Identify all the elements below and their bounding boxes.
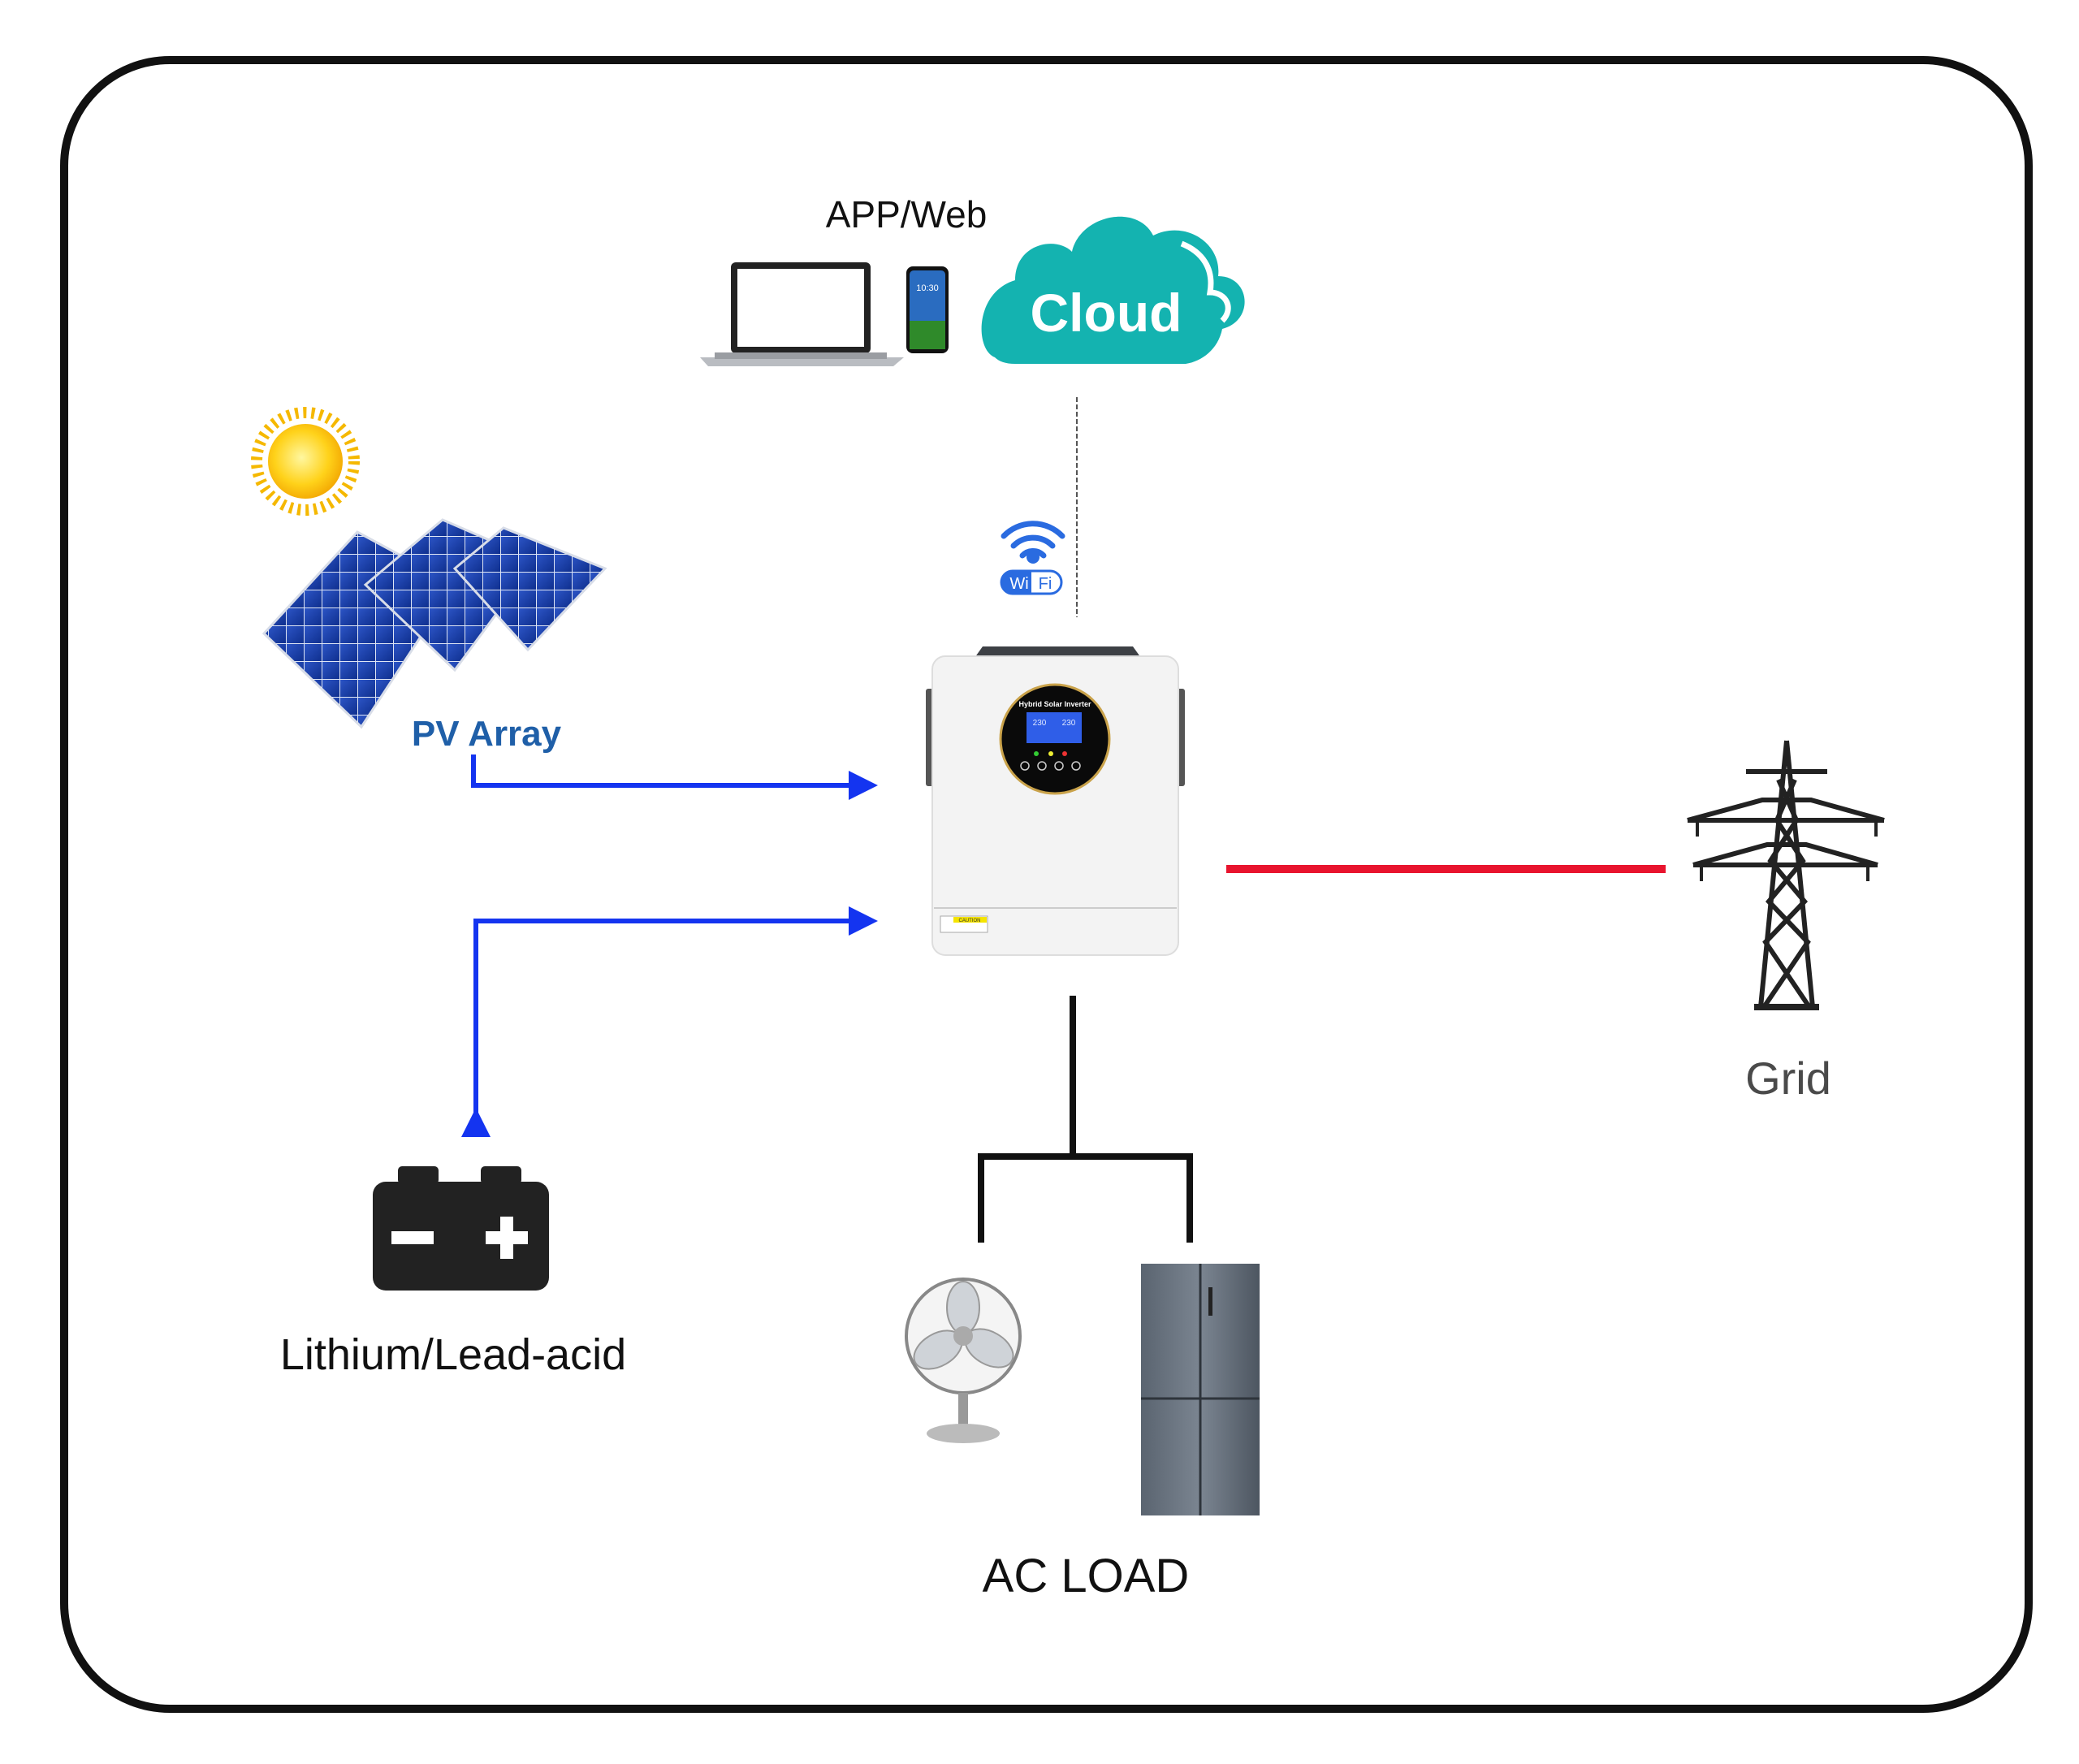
app-web-label: APP/Web [826, 193, 988, 236]
grid-label: Grid [1745, 1053, 1831, 1104]
battery-label: Lithium/Lead-acid [280, 1330, 626, 1379]
pv-array-label: PV Array [412, 714, 562, 754]
wifi-label-fi: Fi [1039, 575, 1052, 593]
inverter-caution-label: CAUTION [959, 919, 981, 923]
diagram-frame [60, 56, 2033, 1713]
transmission-tower-icon [1687, 740, 1885, 1010]
battery-to-inverter-arrow [461, 906, 878, 1137]
fan-icon [905, 1278, 1022, 1443]
phone-icon: 10:30 [906, 266, 949, 353]
inverter-title: Hybrid Solar Inverter [1018, 700, 1091, 708]
inverter-device: Hybrid Solar Inverter 230 230 CAUTION [926, 646, 1185, 956]
wifi-label-wi: Wi [1009, 575, 1028, 593]
pv-to-inverter-arrow [471, 754, 878, 800]
inverter-display-left: 230 [1033, 719, 1047, 728]
cloud-label: Cloud [1031, 283, 1182, 343]
ac-load-label: AC LOAD [983, 1550, 1190, 1602]
battery-icon [373, 1166, 549, 1291]
wifi-icon: Wi Fi [1000, 521, 1065, 595]
cloud-icon: Cloud [981, 216, 1245, 364]
load-branch-line [978, 1153, 1193, 1243]
solar-panel-icon [261, 518, 607, 729]
inverter-display-right: 230 [1062, 719, 1076, 728]
refrigerator-icon [1141, 1264, 1260, 1515]
laptop-icon [700, 262, 904, 366]
phone-time: 10:30 [916, 283, 939, 293]
sun-icon [251, 407, 360, 516]
